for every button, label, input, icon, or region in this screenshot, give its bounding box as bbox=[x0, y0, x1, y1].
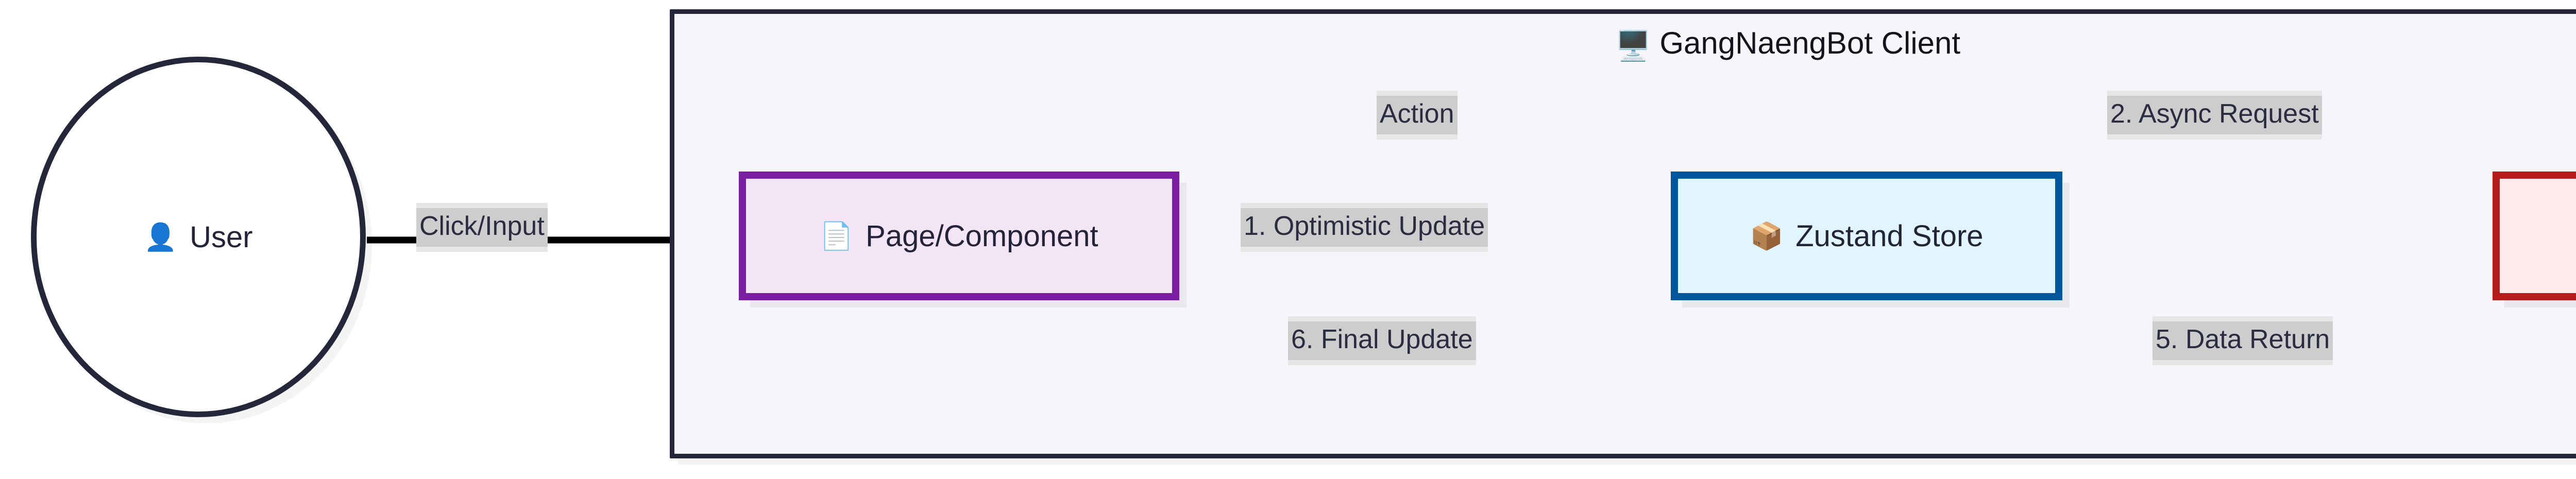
node-user-label: User bbox=[190, 220, 253, 254]
node-axios-client[interactable]: 🔌 Axios Client bbox=[2493, 172, 2576, 300]
node-page-component[interactable]: 📄 Page/Component bbox=[739, 172, 1179, 300]
subgraph-title-text: GangNaengBot Client bbox=[1659, 26, 1961, 60]
package-box-icon: 📦 bbox=[1750, 220, 1784, 252]
edge-label-data-return: 5. Data Return bbox=[2153, 321, 2333, 361]
node-user[interactable]: 👤 User bbox=[31, 57, 366, 417]
edge-label-async-request: 2. Async Request bbox=[2107, 96, 2322, 135]
user-bust-icon: 👤 bbox=[144, 221, 178, 253]
document-page-icon: 📄 bbox=[820, 220, 854, 252]
edge-label-final-update: 6. Final Update bbox=[1288, 321, 1476, 361]
node-zustand-store[interactable]: 📦 Zustand Store bbox=[1671, 172, 2062, 300]
subgraph-title: 🖥️ GangNaengBot Client bbox=[674, 25, 2576, 63]
edge-label-click-input: Click/Input bbox=[416, 208, 548, 247]
edge-label-action: Action bbox=[1377, 96, 1458, 135]
desktop-computer-icon: 🖥️ bbox=[1615, 29, 1651, 63]
edge-label-optimistic-update: 1. Optimistic Update bbox=[1241, 208, 1488, 247]
node-page-component-label: Page/Component bbox=[866, 219, 1098, 253]
node-zustand-store-label: Zustand Store bbox=[1795, 219, 1984, 253]
